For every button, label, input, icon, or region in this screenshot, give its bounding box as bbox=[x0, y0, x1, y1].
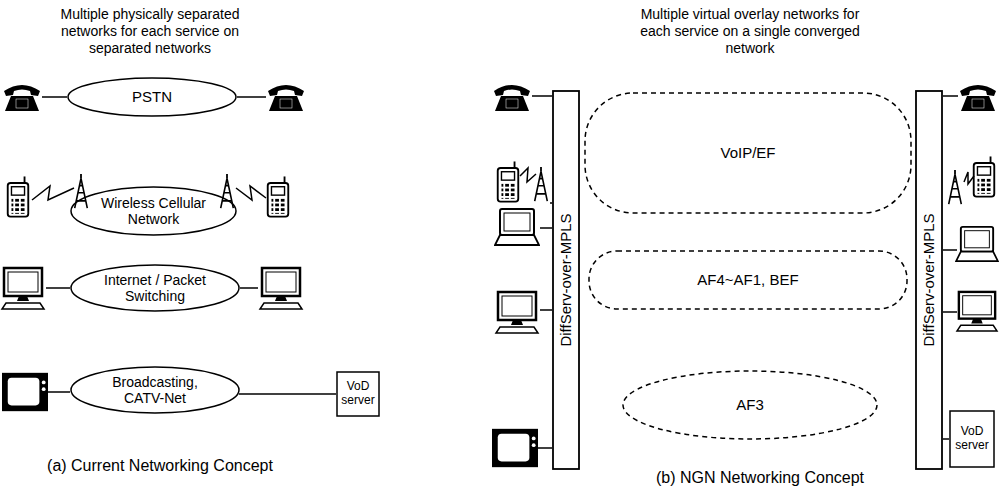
node-body: VoD server bbox=[336, 371, 380, 417]
node-text: PSTN bbox=[87, 88, 216, 105]
node-text: Broadcasting, CATV-Net bbox=[90, 374, 219, 406]
node-body: AF4~AF1, BEF bbox=[588, 250, 908, 310]
box-outline bbox=[553, 91, 579, 469]
network-ellipse: Internet / Packet Switching bbox=[70, 264, 240, 312]
node-body: VoIP/EF bbox=[584, 92, 912, 214]
node-text: AF3 bbox=[653, 396, 848, 413]
network-ellipse: Wireless Cellular Network bbox=[70, 186, 237, 236]
node-text: AF4~AF1, BEF bbox=[615, 271, 881, 288]
overlay-outline bbox=[589, 251, 907, 309]
network-ellipse-outline bbox=[68, 78, 236, 116]
overlay-network: VoIP/EF bbox=[584, 92, 912, 214]
node-text: Wireless Cellular Network bbox=[90, 195, 217, 227]
network-ellipse-outline bbox=[71, 367, 239, 413]
link-line bbox=[239, 393, 336, 395]
network-ellipse: PSTN bbox=[67, 77, 237, 117]
overlay-network: AF3 bbox=[622, 370, 878, 440]
panel-caption: (a) Current Networking Concept bbox=[10, 456, 310, 475]
network-ellipse-outline bbox=[71, 187, 236, 235]
box-outline bbox=[916, 91, 942, 469]
node-text: DiffServ-over-MPLS bbox=[557, 213, 574, 346]
mpls-band: DiffServ-over-MPLS bbox=[552, 90, 580, 470]
network-ellipse: Broadcasting, CATV-Net bbox=[70, 366, 240, 414]
node-body: PSTN bbox=[67, 77, 237, 117]
server-box: VoD server bbox=[949, 410, 995, 468]
node-body: AF3 bbox=[622, 370, 878, 440]
node-body: VoD server bbox=[949, 410, 995, 468]
node-body: DiffServ-over-MPLS bbox=[552, 90, 580, 470]
node-text: DiffServ-over-MPLS bbox=[920, 213, 937, 346]
network-ellipse-outline bbox=[71, 265, 239, 311]
server-box: VoD server bbox=[336, 371, 380, 417]
node-body: Wireless Cellular Network bbox=[70, 186, 237, 236]
box-outline bbox=[950, 411, 994, 467]
node-body: Internet / Packet Switching bbox=[70, 264, 240, 312]
node-text: VoIP/EF bbox=[612, 144, 885, 161]
overlay-outline bbox=[623, 371, 877, 439]
overlay-network: AF4~AF1, BEF bbox=[588, 250, 908, 310]
box-outline bbox=[337, 372, 379, 416]
overlay-outline bbox=[585, 93, 911, 213]
panel-heading: Multiple physically separated networks f… bbox=[40, 6, 260, 56]
node-text: VoD server bbox=[339, 380, 377, 408]
node-body: Broadcasting, CATV-Net bbox=[70, 366, 240, 414]
panel-heading: Multiple virtual overlay networks for ea… bbox=[630, 6, 870, 56]
panel-caption: (b) NGN Networking Concept bbox=[600, 468, 920, 487]
node-text: VoD server bbox=[952, 425, 992, 453]
link-line bbox=[943, 438, 949, 440]
node-body: DiffServ-over-MPLS bbox=[915, 90, 943, 470]
mpls-band: DiffServ-over-MPLS bbox=[915, 90, 943, 470]
node-text: Internet / Packet Switching bbox=[90, 272, 219, 304]
